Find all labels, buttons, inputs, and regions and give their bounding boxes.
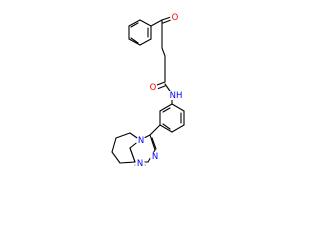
atom-label-nh-amide: NH	[170, 91, 183, 101]
atom-n-triazole-a: N	[136, 136, 146, 146]
atom-label-o-ketone: O	[172, 13, 179, 23]
bond	[162, 19, 172, 24]
bond	[128, 19, 141, 27]
bond	[156, 85, 166, 90]
bond	[139, 38, 152, 46]
atom-n-triazole-c: N	[135, 159, 145, 169]
molecule-structure: O O NH N N N	[111, 13, 185, 169]
atom-label-layer: O O NH N N N	[135, 13, 182, 169]
atom-label-n-triazole-b: N	[152, 152, 158, 162]
bond	[111, 137, 117, 153]
atom-o-amide: O	[148, 83, 158, 93]
atom-o-ketone: O	[170, 13, 180, 23]
atom-label-n-triazole-a: N	[138, 136, 144, 146]
atom-label-n-triazole-c: N	[137, 159, 143, 169]
bond	[161, 47, 166, 57]
bond	[139, 19, 152, 27]
atom-n-triazole-b: N	[150, 152, 160, 162]
bond	[128, 38, 141, 46]
bond	[149, 134, 156, 151]
bond	[162, 107, 171, 113]
bond	[162, 123, 171, 130]
atom-label-o-amide: O	[150, 83, 157, 93]
bond	[161, 16, 172, 21]
bond	[115, 132, 131, 139]
bond	[171, 124, 185, 133]
bond	[171, 103, 185, 112]
bond	[159, 124, 173, 133]
molecule-diagram: O O NH N N N	[111, 13, 185, 169]
bond	[119, 161, 136, 164]
bond	[111, 151, 121, 164]
bond-layer	[111, 16, 185, 166]
bond	[149, 124, 161, 136]
bond	[150, 19, 163, 27]
bond	[130, 37, 139, 44]
bond	[159, 103, 173, 112]
bond	[156, 81, 166, 86]
bond	[151, 137, 157, 150]
bond	[130, 22, 139, 28]
atom-nh-amide: NH	[168, 91, 182, 101]
bond	[129, 147, 136, 163]
